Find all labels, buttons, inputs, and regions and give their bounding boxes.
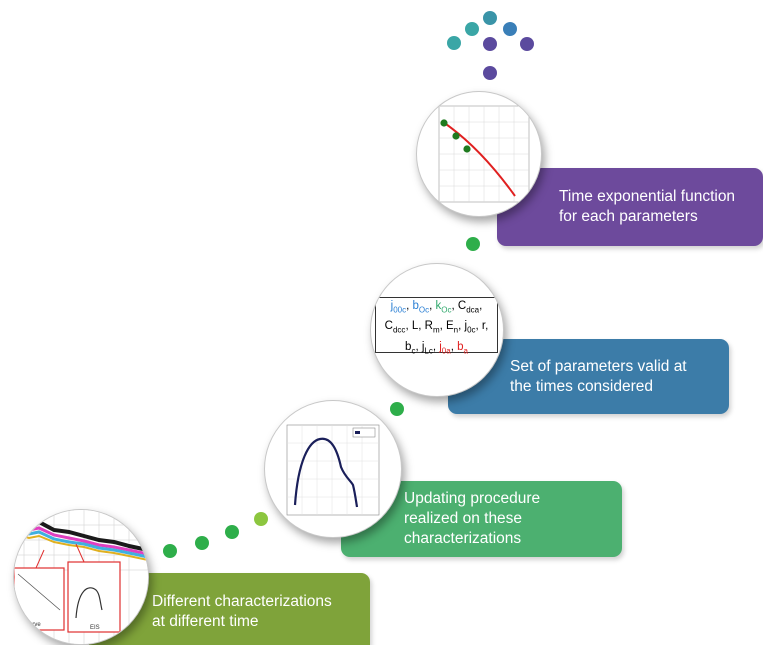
parameter-subscript: 00c bbox=[393, 305, 407, 315]
parameter-symbol: C bbox=[457, 300, 467, 312]
parameter-separator: , bbox=[485, 320, 489, 333]
parameter-separator: , bbox=[439, 320, 446, 333]
parameters-line: bc, jLc, j0a, ba bbox=[376, 339, 497, 359]
parameters-thumbnail: j00c, bOc, kOc, Cdca, Cdcc, L, Rm, En, j… bbox=[370, 263, 504, 397]
parameter-symbol: j bbox=[390, 300, 394, 312]
parameters-table: j00c, bOc, kOc, Cdca, Cdcc, L, Rm, En, j… bbox=[375, 297, 498, 355]
connector-dot bbox=[390, 402, 404, 416]
parameter-separator: , bbox=[418, 320, 425, 333]
parameter-subscript: 0a bbox=[441, 345, 451, 355]
parameter-separator: , bbox=[458, 320, 465, 333]
parameter-subscript: n bbox=[453, 325, 459, 335]
parameters-line: j00c, bOc, kOc, Cdca, bbox=[376, 298, 497, 318]
parameter-subscript: Oc bbox=[418, 305, 430, 315]
characterizations-thumbnail: curve EIS bbox=[13, 509, 149, 645]
step-text-line: Different characterizations bbox=[152, 593, 332, 610]
step-box-time-exponential: Time exponential function for each param… bbox=[497, 168, 763, 246]
step-text-line: Set of parameters valid at bbox=[510, 358, 687, 375]
step-text-line: Updating procedure bbox=[404, 490, 541, 507]
parameter-symbol: j bbox=[439, 340, 442, 353]
parameter-separator: , bbox=[479, 300, 483, 312]
cluster-dot bbox=[520, 37, 534, 51]
parameter-symbol: j bbox=[464, 320, 468, 333]
inset-label: EIS bbox=[90, 625, 100, 631]
parameter-subscript: 0c bbox=[467, 325, 476, 335]
parameter-symbol: k bbox=[435, 300, 442, 312]
connector-dot bbox=[195, 536, 209, 550]
parameter-symbol: b bbox=[457, 340, 464, 353]
parameter-separator: , bbox=[405, 320, 412, 333]
parameter-subscript: Lc bbox=[424, 345, 433, 355]
parameter-subscript: dca bbox=[466, 305, 480, 315]
parameter-separator: , bbox=[475, 320, 482, 333]
parameter-separator: , bbox=[432, 340, 440, 353]
parameter-symbol: b bbox=[405, 340, 412, 353]
cluster-dot bbox=[483, 37, 497, 51]
parameter-separator: , bbox=[415, 340, 422, 353]
step-text-line: at different time bbox=[152, 613, 259, 630]
step-text-line: Time exponential function bbox=[559, 188, 736, 205]
exponential-plot-thumbnail bbox=[416, 91, 542, 217]
step-text-line: the times considered bbox=[510, 378, 654, 395]
parameter-symbol: C bbox=[384, 320, 393, 333]
parameters-line: Cdcc, L, Rm, En, j0c, r, bbox=[376, 318, 497, 338]
parameter-separator: , bbox=[406, 300, 413, 312]
parameter-subscript: a bbox=[463, 345, 468, 355]
parameter-symbol: j bbox=[421, 340, 425, 353]
step-text-line: characterizations bbox=[404, 530, 522, 547]
cluster-dot bbox=[483, 66, 497, 80]
cluster-dot bbox=[447, 36, 461, 50]
parameter-separator: , bbox=[451, 300, 458, 312]
cluster-dot bbox=[483, 11, 497, 25]
step-text-line: realized on these bbox=[404, 510, 523, 527]
parameter-symbol: R bbox=[424, 320, 433, 333]
connector-dot bbox=[163, 544, 177, 558]
inset-label: curve bbox=[26, 622, 41, 628]
step-text-line: for each parameters bbox=[559, 208, 698, 225]
connector-dot bbox=[225, 525, 239, 539]
cluster-dot bbox=[465, 22, 479, 36]
parameter-symbol: L bbox=[411, 320, 419, 333]
connector-dot bbox=[466, 237, 480, 251]
parameter-symbol: E bbox=[446, 320, 454, 333]
connector-dot bbox=[254, 512, 268, 526]
parameter-symbol: b bbox=[412, 300, 419, 312]
cluster-dot bbox=[503, 22, 517, 36]
parameter-subscript: c bbox=[411, 345, 416, 355]
parameter-separator: , bbox=[450, 340, 458, 353]
parameter-subscript: dcc bbox=[392, 325, 406, 335]
parameter-symbol: r bbox=[481, 320, 486, 333]
parameter-separator: , bbox=[429, 300, 436, 312]
parameter-subscript: m bbox=[432, 325, 440, 335]
parameter-subscript: Oc bbox=[441, 305, 452, 315]
updating-plot-thumbnail bbox=[264, 400, 402, 538]
